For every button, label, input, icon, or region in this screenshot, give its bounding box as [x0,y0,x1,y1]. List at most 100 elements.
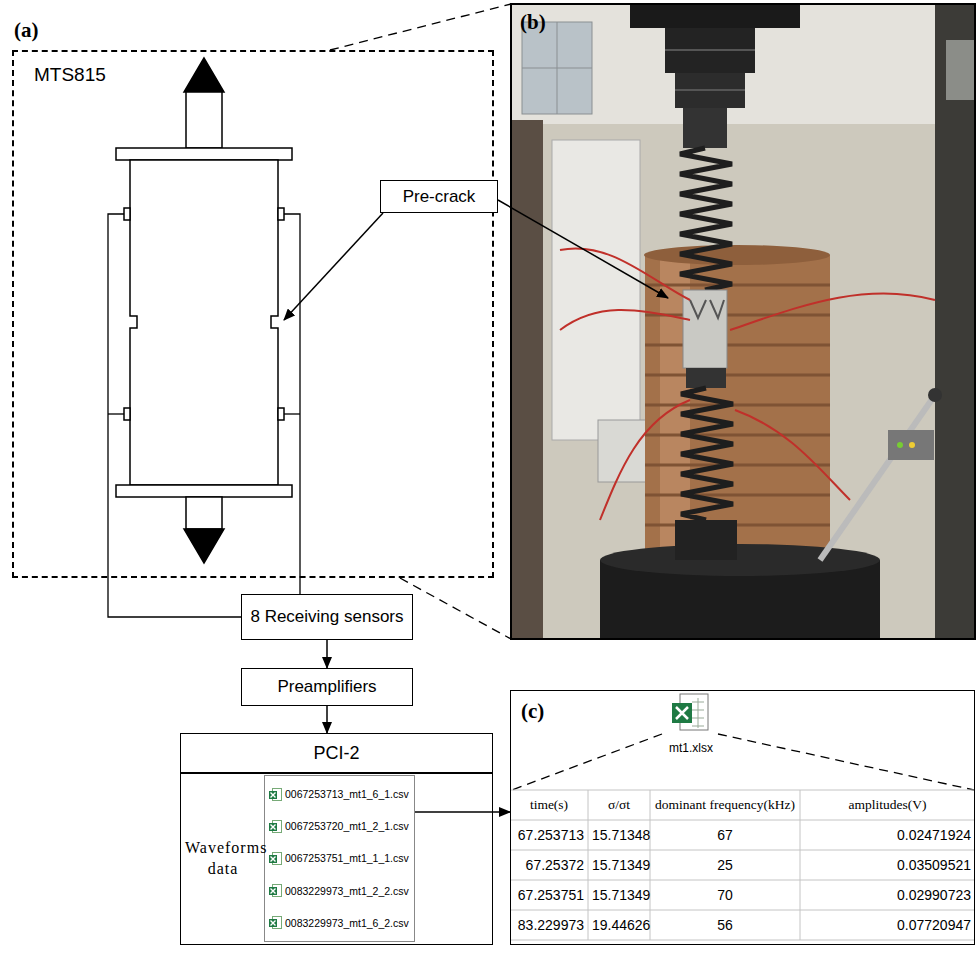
specimen-schematic [184,58,224,92]
file-icon [269,791,277,799]
sensor-wire [284,214,300,594]
panel-letter: (a) [14,18,39,43]
photo-frame [511,4,975,639]
lab-photo [683,290,727,368]
lab-photo [888,430,934,460]
lab-photo [935,4,975,639]
file-name: 0083229973_mt1_6_2.csv [285,917,409,929]
excel-icon [672,703,692,723]
zoom-line [512,734,662,790]
table-cell: 25 [650,850,800,880]
pre-crack-leader [498,200,668,298]
file-row: 0067253751_mt1_1_1.csv [269,852,410,865]
lab-photo [600,544,880,576]
specimen-schematic [124,208,130,220]
table-cell: 15.71348 [588,820,650,850]
file-icon [269,884,282,897]
lab-photo [522,22,592,114]
zoom-line [400,578,511,639]
lab-photo [645,285,830,525]
table-cell: 0.03509521 [800,850,975,880]
lab-photo [511,4,975,124]
box-label: Preamplifiers [277,677,376,697]
flow-arrow [326,640,328,668]
file-icon [271,824,276,829]
lab-photo [552,140,640,440]
excel-icon [692,698,704,728]
lab-photo [680,148,732,290]
table-cell: 83.229973 [510,910,588,940]
specimen-schematic [278,408,284,420]
lab-photo [598,420,650,482]
process-box: 8 Receiving sensors [241,594,413,640]
sensor-wire [284,413,300,414]
zoom-line [330,4,974,790]
table-grid [510,790,975,940]
file-name: 0083229973_mt1_2_2.csv [285,885,409,897]
table-cell: 67.25372 [510,850,588,880]
lab-photo [946,40,975,100]
lab-photo [909,442,915,448]
table-cell: 67.253751 [510,880,588,910]
box-label: Waveforms data [185,838,261,880]
flow-arrow [415,811,510,813]
file-row: 0083229973_mt1_6_2.csv [269,916,410,929]
specimen-schematic [130,160,278,485]
file-icon [271,792,276,797]
file-icon [269,852,282,865]
table-panel: (c)mt1.xlsx [510,690,975,945]
file-row: 0067253720_mt1_2_1.csv [269,820,410,833]
sensor-wire [108,214,241,617]
sensor-wire [108,413,124,414]
panel-letter: (b) [520,10,546,35]
table-cell: 70 [650,880,800,910]
frame-box: MTS815 [12,50,494,578]
callout-box: Pre-crack [380,180,498,213]
table-cell: 0.02990723 [800,880,975,910]
table-cell: dominant frequency(kHz) [650,790,800,820]
lab-photo [645,255,830,560]
specimen-schematic [278,208,284,220]
table-cell: 67.253713 [510,820,588,850]
specimen-schematic [184,529,224,563]
file-icon [269,887,277,895]
file-icon [269,788,282,801]
table-grid [510,790,975,940]
table-cell: 15.71349 [588,850,650,880]
process-box: PCI-2 [180,733,493,773]
box-label: (c) [521,699,544,724]
sensor-wire [108,214,300,617]
file-icon [271,889,276,894]
specimen-schematic [124,408,130,420]
lab-photo [681,388,733,520]
lab-photo [644,245,830,265]
file-icon [271,856,276,861]
lab-photo [511,4,975,639]
lab-photo [928,388,942,402]
lab-photo [675,520,737,560]
file-row: 0067253713_mt1_6_1.csv [269,788,410,801]
table-cell: σ/σt [588,790,650,820]
file-row: 0083229973_mt1_2_2.csv [269,884,410,897]
pre-crack-leader [284,213,383,320]
specimen-schematic [116,58,292,563]
table-grid [588,790,800,940]
file-list: 0067253713_mt1_6_1.csv 0067253720_mt1_2_1… [264,775,415,942]
lab-photo [686,368,726,388]
file-icon [269,919,277,927]
flow-arrow [326,706,328,733]
excel-icon [672,694,708,730]
lab-photo [511,4,975,639]
excel-icon [676,707,688,719]
file-name: 0067253720_mt1_2_1.csv [285,820,409,832]
file-icon [269,823,277,831]
box-label: MTS815 [34,64,106,86]
box-label: 8 Receiving sensors [250,607,403,627]
table-cell: 0.02471924 [800,820,975,850]
file-icon [271,921,276,926]
file-name: 0067253751_mt1_1_1.csv [285,852,409,864]
table-cell: 0.07720947 [800,910,975,940]
